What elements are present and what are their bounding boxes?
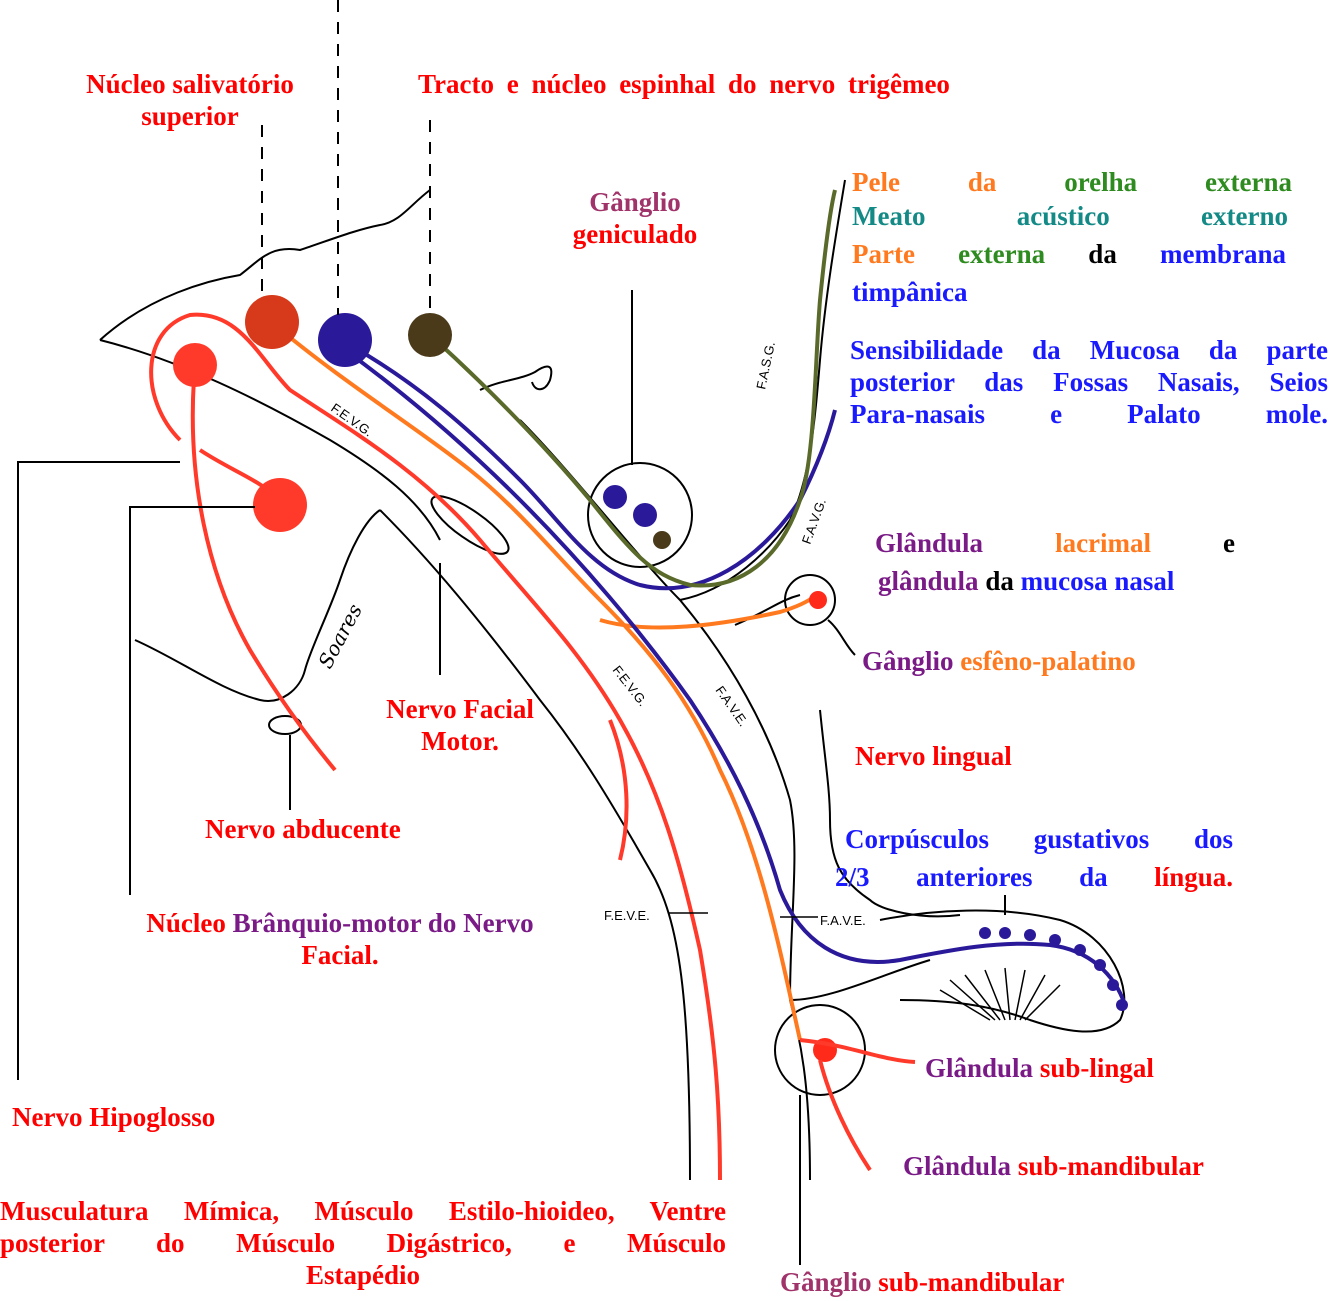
label-pele-orelha: Pele da orelha externa xyxy=(852,166,1292,198)
label-nervo-hipoglosso: Nervo Hipoglosso xyxy=(12,1101,292,1133)
facial-canal-left xyxy=(380,510,690,1180)
label-nucleo-salivatorio: Núcleo salivatório superior xyxy=(60,68,320,132)
geniculate-cell-3 xyxy=(653,531,671,549)
submandibular-fiber xyxy=(820,1060,870,1170)
label-musculatura: Musculatura Mímica, Músculo Estilo-hioid… xyxy=(0,1195,726,1291)
tongue-papillae xyxy=(940,968,1060,1020)
solitary-nucleus xyxy=(318,313,372,367)
fiber-label-fave-1: F.A.V.E. xyxy=(713,683,752,729)
label-mucosa-sens: Sensibilidade da Mucosa da parte posteri… xyxy=(850,334,1328,430)
pterygopalatine-cell xyxy=(809,591,827,609)
label-nervo-abducente: Nervo abducente xyxy=(205,813,465,845)
geniculate-cell-2 xyxy=(633,503,657,527)
label-meato: Meato acústico externo xyxy=(852,200,1288,232)
label-nucleo-branquio: Núcleo Brânquio-motor do Nervo Facial. xyxy=(100,907,580,971)
trigeminal-nucleus xyxy=(408,313,452,357)
label-tracto-trigemeo: Tracto e núcleo espinhal do nervo trigêm… xyxy=(418,68,1068,100)
fiber-label-fevg-2: F.E.V.G. xyxy=(610,663,651,709)
abducent-fiber xyxy=(193,365,335,770)
lingual-branch-2 xyxy=(790,960,930,1000)
label-ganglio-geniculado: Gânglio geniculado xyxy=(560,186,710,250)
label-glandula-mucosa: glândula da mucosa nasal xyxy=(878,565,1238,597)
label-membrana: Parte externa da membrana xyxy=(852,238,1286,270)
label-nervo-lingual: Nervo lingual xyxy=(855,740,1095,772)
motor-branch-chorda xyxy=(610,720,627,860)
fiber-label-fasg: F.A.S.G. xyxy=(753,340,778,390)
fiber-label-favg: F.A.V.G. xyxy=(799,497,829,547)
label-corpusculos-1: Corpúsculos gustativos dos xyxy=(845,823,1233,855)
fiber-label-fave-2: F.A.V.E. xyxy=(820,913,866,928)
label-corpusculos-2: 2/3 anteriores da língua. xyxy=(835,861,1233,893)
label-ganglio-submandibular: Gânglio sub-mandibular xyxy=(780,1266,1140,1298)
label-glandula-sublingal: Glândula sub-lingal xyxy=(925,1052,1225,1084)
artist-signature: Soares xyxy=(313,600,367,672)
dashed-pointers xyxy=(262,0,430,315)
label-nervo-facial-motor: Nervo Facial Motor. xyxy=(360,693,560,757)
salivatory-nucleus xyxy=(245,295,299,349)
facial-motor-nucleus xyxy=(173,343,217,387)
fiber-label-feve: F.E.V.E. xyxy=(604,908,650,923)
abducent-nucleus xyxy=(253,478,307,532)
geniculate-cell-1 xyxy=(603,485,627,509)
label-glandula-lacrimal: Glândula lacrimal e xyxy=(875,527,1235,559)
label-ganglio-esfeno: Gânglio esfêno-palatino xyxy=(862,645,1222,677)
taste-buds xyxy=(979,927,1128,1011)
petrous-fold xyxy=(480,367,551,390)
label-timpanica: timpânica xyxy=(852,276,1152,308)
label-glandula-submandibular: Glândula sub-mandibular xyxy=(903,1150,1263,1182)
